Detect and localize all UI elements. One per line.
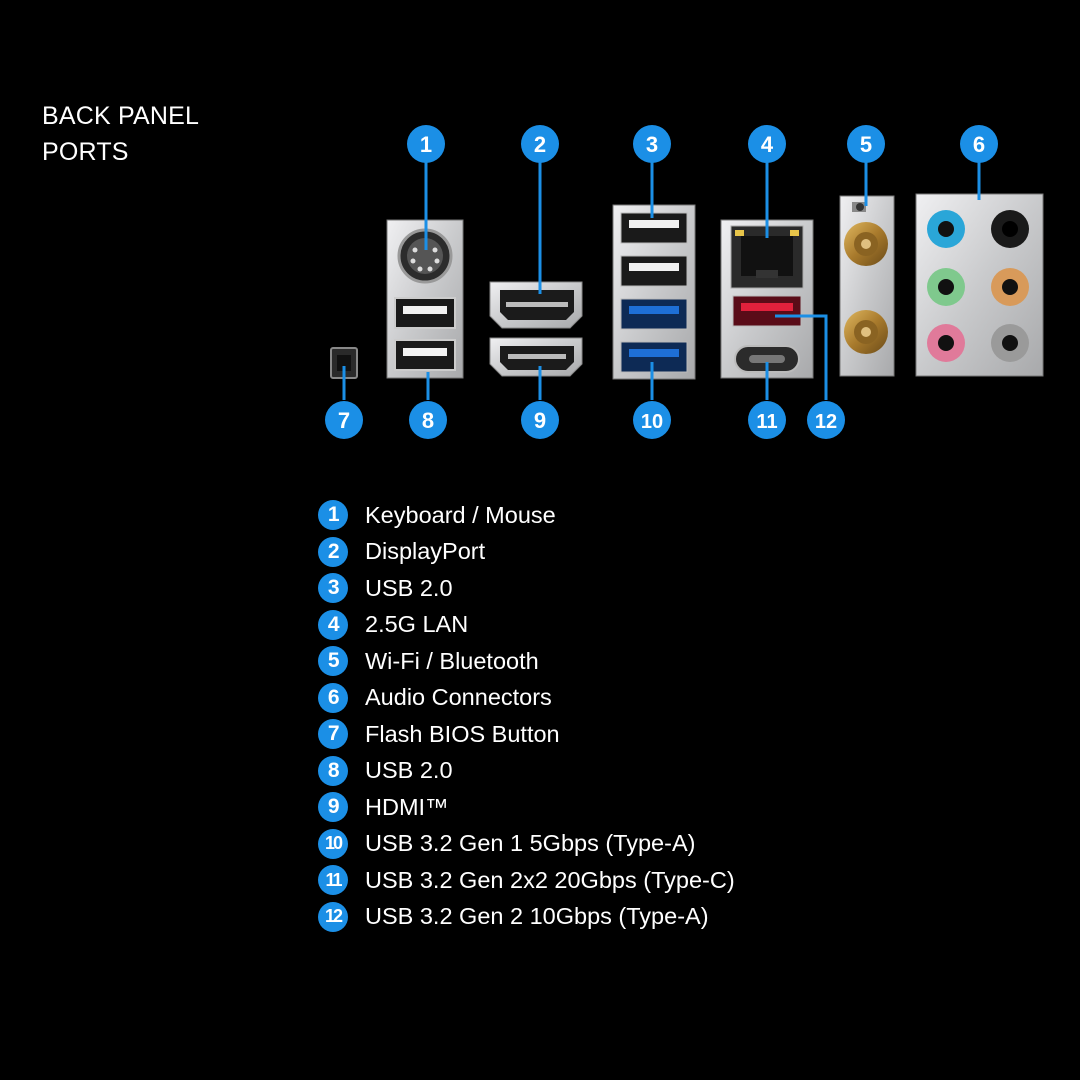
legend-label: USB 3.2 Gen 1 5Gbps (Type-A): [365, 830, 696, 857]
legend-number: 7: [318, 719, 348, 750]
svg-text:11: 11: [756, 411, 777, 433]
title-line-1: BACK PANEL: [42, 102, 200, 130]
badge-9: 9: [521, 401, 559, 439]
legend-item: 12 USB 3.2 Gen 2 10Gbps (Type-A): [318, 899, 735, 936]
badge-12: 12: [807, 401, 845, 439]
legend-number: 4: [318, 609, 348, 640]
wifi-antenna-block: [839, 195, 895, 377]
svg-text:9: 9: [534, 408, 546, 433]
svg-text:5: 5: [860, 132, 872, 157]
legend-number: 1: [318, 500, 348, 531]
legend-number: 11: [318, 865, 348, 896]
svg-text:2: 2: [534, 132, 546, 157]
svg-text:6: 6: [973, 132, 985, 157]
legend-item: 4 2.5G LAN: [318, 607, 735, 644]
audio-jack-pink: [927, 324, 965, 362]
legend-item: 3 USB 2.0: [318, 570, 735, 607]
legend-item: 10 USB 3.2 Gen 1 5Gbps (Type-A): [318, 826, 735, 863]
legend-number: 3: [318, 573, 348, 604]
legend-number: 10: [318, 828, 348, 859]
legend-number: 9: [318, 792, 348, 823]
badge-4: 4: [748, 125, 786, 163]
usb-stack: [612, 204, 696, 380]
legend-number: 5: [318, 646, 348, 677]
legend-label: HDMI™: [365, 793, 449, 820]
badge-5: 5: [847, 125, 885, 163]
legend-item: 1 Keyboard / Mouse: [318, 497, 735, 534]
badge-3: 3: [633, 125, 671, 163]
svg-text:8: 8: [422, 408, 434, 433]
video-ports: [489, 281, 583, 377]
audio-block: [915, 193, 1044, 377]
legend-label: USB 3.2 Gen 2x2 20Gbps (Type-C): [365, 866, 735, 893]
leader-line-12: [775, 314, 828, 400]
ps2-usb2-stack: [386, 219, 464, 379]
badge-2: 2: [521, 125, 559, 163]
legend-label: DisplayPort: [365, 538, 486, 565]
lan-usb-stack: [720, 219, 814, 379]
legend-label: USB 3.2 Gen 2 10Gbps (Type-A): [365, 903, 709, 930]
svg-text:4: 4: [761, 132, 774, 157]
legend-label: Wi-Fi / Bluetooth: [365, 647, 539, 674]
legend-item: 2 DisplayPort: [318, 534, 735, 571]
legend-label: Keyboard / Mouse: [365, 501, 556, 528]
audio-jack-green: [927, 268, 965, 306]
title-line-2: PORTS: [42, 138, 129, 166]
badge-10: 10: [633, 401, 671, 439]
legend-number: 8: [318, 755, 348, 786]
badge-6: 6: [960, 125, 998, 163]
legend-number: 2: [318, 536, 348, 567]
svg-text:10: 10: [641, 411, 663, 433]
legend-number: 12: [318, 901, 348, 932]
audio-jack-gray: [991, 324, 1029, 362]
legend-label: USB 2.0: [365, 757, 453, 784]
badge-1: 1: [407, 125, 445, 163]
legend-label: USB 2.0: [365, 574, 453, 601]
svg-text:3: 3: [646, 132, 658, 157]
svg-text:1: 1: [420, 132, 432, 157]
audio-jack-blue: [927, 210, 965, 248]
legend-item: 8 USB 2.0: [318, 753, 735, 790]
svg-text:7: 7: [338, 408, 350, 433]
legend-label: Audio Connectors: [365, 684, 552, 711]
legend-item: 5 Wi-Fi / Bluetooth: [318, 643, 735, 680]
badge-7: 7: [325, 401, 363, 439]
legend-item: 6 Audio Connectors: [318, 680, 735, 717]
back-panel-diagram: 1 2 3 4 5 6 7 8 9 10 11 12: [325, 125, 1044, 439]
legend-item: 11 USB 3.2 Gen 2x2 20Gbps (Type-C): [318, 862, 735, 899]
legend-label: Flash BIOS Button: [365, 720, 560, 747]
audio-jack-black: [991, 210, 1029, 248]
audio-jack-orange: [991, 268, 1029, 306]
legend-item: 9 HDMI™: [318, 789, 735, 826]
legend-number: 6: [318, 682, 348, 713]
legend-item: 7 Flash BIOS Button: [318, 716, 735, 753]
badges: 1 2 3 4 5 6 7 8 9 10 11 12: [325, 125, 998, 439]
badge-11: 11: [748, 401, 786, 439]
svg-text:12: 12: [815, 411, 837, 433]
leader-lines: [342, 162, 981, 400]
badge-8: 8: [409, 401, 447, 439]
legend-label: 2.5G LAN: [365, 611, 469, 638]
page-title: BACK PANEL PORTS: [42, 98, 199, 170]
